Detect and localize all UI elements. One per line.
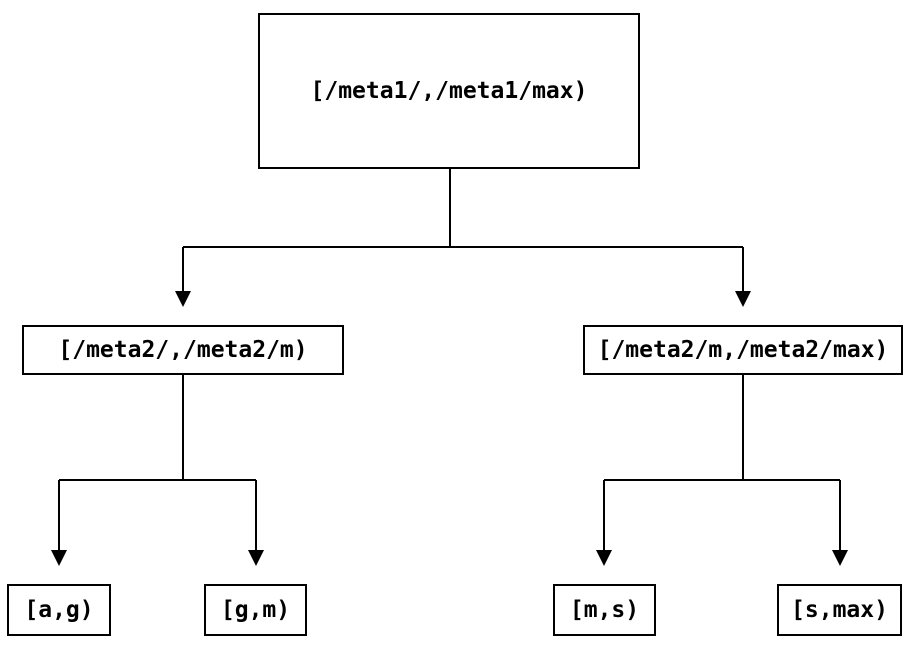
node-leaf-smax: [s,max) bbox=[777, 584, 902, 636]
arrowhead-mid-right-icon bbox=[735, 291, 751, 307]
node-meta2-left: [/meta2/,/meta2/m) bbox=[22, 325, 344, 375]
node-root: [/meta1/,/meta1/max) bbox=[258, 13, 640, 169]
node-leaf-gm: [g,m) bbox=[204, 584, 307, 636]
node-meta2-right: [/meta2/m,/meta2/max) bbox=[583, 325, 903, 375]
node-leaf-ag-label: [a,g) bbox=[24, 597, 94, 623]
arrowhead-leaf-smax-icon bbox=[832, 550, 848, 566]
arrowhead-leaf-ag-icon bbox=[51, 550, 67, 566]
arrowhead-leaf-ms-icon bbox=[596, 550, 612, 566]
node-root-label: [/meta1/,/meta1/max) bbox=[310, 78, 588, 104]
node-leaf-gm-label: [g,m) bbox=[220, 597, 291, 623]
node-meta2-left-label: [/meta2/,/meta2/m) bbox=[58, 337, 308, 363]
arrowhead-group bbox=[51, 291, 848, 566]
node-leaf-smax-label: [s,max) bbox=[791, 597, 888, 623]
node-meta2-right-label: [/meta2/m,/meta2/max) bbox=[597, 337, 889, 363]
edge-group bbox=[58, 169, 841, 550]
arrowhead-mid-left-icon bbox=[175, 291, 191, 307]
node-leaf-ms: [m,s) bbox=[553, 584, 656, 636]
node-leaf-ms-label: [m,s) bbox=[569, 597, 640, 623]
arrowhead-leaf-gm-icon bbox=[248, 550, 264, 566]
node-leaf-ag: [a,g) bbox=[7, 584, 111, 636]
